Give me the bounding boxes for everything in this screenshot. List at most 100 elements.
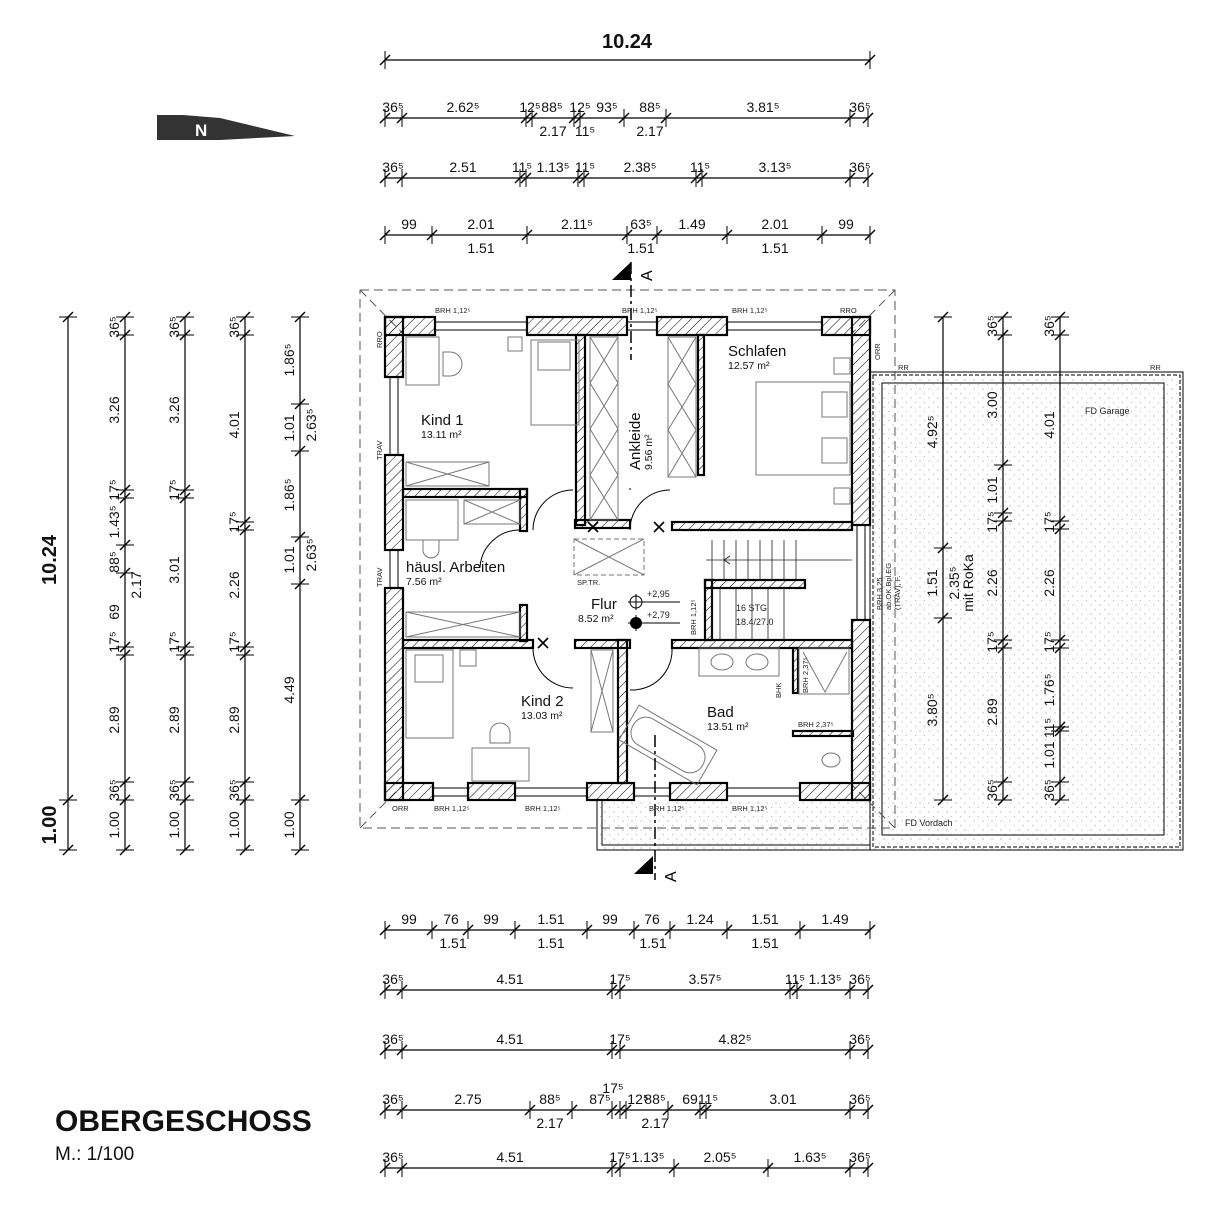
dimension-label: 2.17: [539, 123, 566, 139]
dimension-tick: [1054, 515, 1066, 527]
dimension-label: 1.01: [1041, 741, 1057, 768]
section-arrow-icon: [612, 262, 631, 280]
dimension-tick: [618, 112, 630, 124]
dimension-label: 36⁵: [382, 159, 403, 175]
dimension-tick: [662, 1104, 674, 1116]
dimension-label: 2.26: [984, 569, 1000, 596]
dimension-tick: [606, 984, 618, 996]
sptr-label: SP.TR.: [577, 578, 600, 587]
brh-label: BRH 1,12⁵: [732, 804, 768, 813]
dimension-tick: [1054, 725, 1066, 737]
room-flur-name: Flur: [591, 596, 617, 613]
dimension-label: 36⁵: [849, 99, 870, 115]
dimension-tick: [521, 229, 533, 241]
brh-label: BRH 1,12⁵: [689, 599, 698, 635]
dimension-label: 2.01: [467, 216, 494, 232]
dimension-label: 17⁵: [1041, 511, 1057, 532]
dimension-tick: [396, 112, 408, 124]
dimension-label: 1.43⁵: [106, 505, 122, 538]
dimension-label: 36⁵: [166, 779, 182, 800]
dimension-label: 10.24: [602, 31, 653, 53]
orr-label: ORR: [873, 343, 882, 360]
dimension-tick: [294, 398, 306, 410]
drawing-title: OBERGESCHOSS: [55, 1105, 312, 1138]
dimension-label: 1.00: [166, 811, 182, 838]
dimension-label: 69: [682, 1091, 698, 1107]
dimension-label: 87⁵: [589, 1091, 610, 1107]
dimension-tick: [379, 1044, 391, 1056]
dimension-tick: [294, 844, 306, 856]
dimension-tick: [1054, 776, 1066, 788]
dimension-tick: [937, 311, 949, 323]
dimension-label: 2.17: [128, 571, 144, 598]
dimension-tick: [426, 229, 438, 241]
dimension-label: 17⁵: [166, 479, 182, 500]
dimension-tick: [862, 984, 874, 996]
dimension-label: 36⁵: [382, 1091, 403, 1107]
dimension-tick: [396, 1044, 408, 1056]
dimension-tick: [614, 984, 626, 996]
dimension-tick: [119, 492, 131, 504]
dimension-tick: [997, 329, 1009, 341]
dimension-label: 76: [644, 911, 660, 927]
dimension-tick: [844, 984, 856, 996]
dimension-label: 4.01: [1041, 411, 1057, 438]
dimension-tick: [791, 984, 803, 996]
dimension-tick: [844, 1044, 856, 1056]
dimension-label: 12⁵: [627, 1091, 648, 1107]
dimension-label: 11⁵: [785, 971, 805, 987]
dimension-label: 4.49: [281, 676, 297, 703]
room-ankleide-area: 9.56 m²: [643, 434, 655, 470]
dimension-label: 4.92⁵: [924, 415, 940, 448]
dimension-tick: [526, 112, 538, 124]
dimension-label: 17⁵: [609, 1149, 630, 1165]
dimension-tick: [379, 924, 391, 936]
dimension-tick: [572, 172, 584, 184]
dimension-label: 99: [401, 216, 417, 232]
dimension-tick: [62, 844, 74, 856]
dimension-tick: [379, 984, 391, 996]
dimension-label: 1.49: [678, 216, 705, 232]
rr-label: RR: [1150, 363, 1161, 372]
walls: [383, 315, 872, 802]
dimension-label: 1.51: [924, 569, 940, 596]
room-bad-name: Bad: [707, 704, 734, 721]
dimension-tick: [997, 634, 1009, 646]
brh-window-label: BRH 3,25: [875, 577, 884, 610]
dimension-label: 1.00: [106, 811, 122, 838]
dimension-tick: [997, 794, 1009, 806]
dimension-label: 76: [443, 911, 459, 927]
trav-label: TRAV: [375, 568, 384, 587]
dimension-label: 3.26: [106, 396, 122, 423]
dimension-tick: [862, 112, 874, 124]
dimension-label: 17⁵: [609, 1031, 630, 1047]
dimension-tick: [239, 776, 251, 788]
dimension-tick: [239, 649, 251, 661]
dimension-label: 2.89: [166, 706, 182, 733]
dimension-tick: [239, 311, 251, 323]
dimension-tick: [119, 329, 131, 341]
dimension-tick: [379, 112, 391, 124]
dimension-label: 2.35⁵: [946, 566, 962, 599]
dimension-tick: [239, 844, 251, 856]
dimension-label: 3.57⁵: [688, 971, 721, 987]
dimension-tick: [179, 329, 191, 341]
dimension-tick: [937, 612, 949, 624]
trav-label: TRAV: [375, 441, 384, 460]
dimension-label: 1.51: [761, 240, 788, 256]
dimension-tick: [239, 524, 251, 536]
dimension-tick: [568, 112, 580, 124]
section-label-bottom: A: [663, 871, 680, 882]
dimension-tick: [862, 1104, 874, 1116]
brh-window-label: (TRAV), F.: [893, 576, 902, 610]
dimension-label: 3.01: [769, 1091, 796, 1107]
dimension-tick: [937, 794, 949, 806]
rro-label: RRO: [840, 306, 857, 315]
dimension-tick: [844, 112, 856, 124]
dimension-tick: [379, 229, 391, 241]
room-kind1-name: Kind 1: [421, 412, 464, 429]
dimension-label: 12⁵: [519, 99, 540, 115]
dimension-label: 2.38⁵: [623, 159, 656, 175]
dimension-tick: [119, 484, 131, 496]
